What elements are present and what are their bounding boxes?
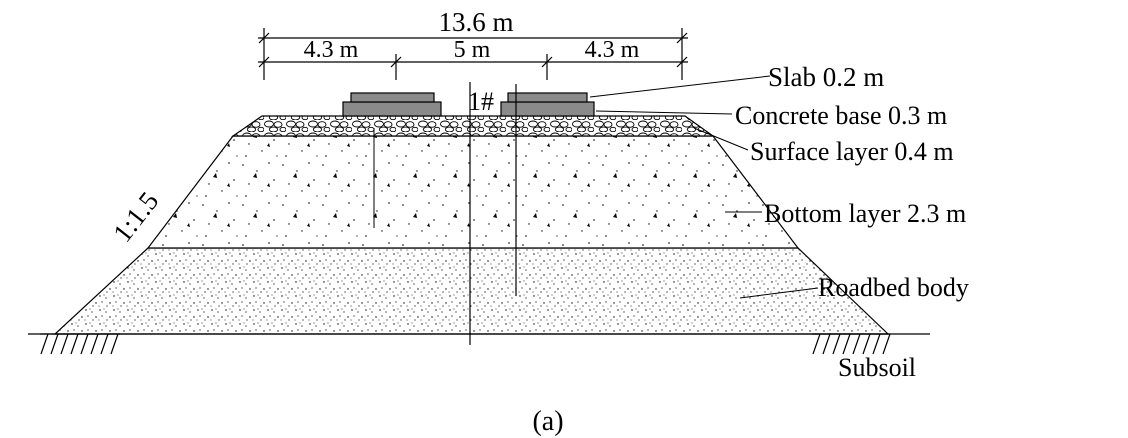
track-marker-label: 1# [468,87,494,116]
figure-caption: (a) [532,406,563,437]
concrete-base-label: Concrete base 0.3 m [735,101,947,130]
roadbed-body-label: Roadbed body [818,273,969,302]
subsoil-label: Subsoil [838,353,916,382]
dim-right-label: 4.3 m [585,37,640,63]
bottom-layer-label: Bottom layer 2.3 m [764,199,966,228]
subsoil-hatch-left [40,333,120,355]
dim-total-label: 13.6 m [438,7,513,37]
slab-left [350,92,435,103]
leader-lines [589,75,819,299]
concrete-base-left [342,101,442,117]
roadbed-body-region [53,247,890,335]
surface-layer-label: Surface layer 0.4 m [750,137,954,166]
slab-label: Slab 0.2 m [768,62,884,92]
dimension-lines [258,28,688,80]
dim-middle-label: 5 m [454,37,491,63]
bottom-layer-region [146,135,800,249]
subsoil-hatch-right [812,333,891,355]
concrete-base-right [500,101,595,117]
dim-left-label: 4.3 m [304,37,359,63]
slab-right [507,92,588,103]
surface-layer-region [231,115,715,137]
